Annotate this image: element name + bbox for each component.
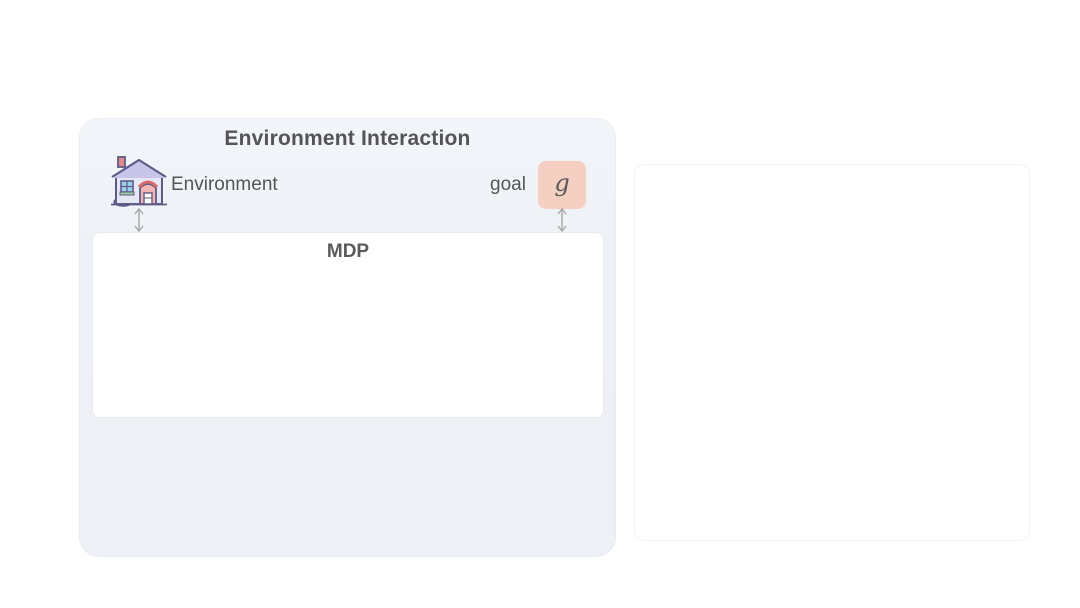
goal-symbol: g: [554, 169, 570, 197]
environment-interaction-panel: Environment Interaction Environment goal: [79, 118, 616, 557]
mdp-title: MDP: [326, 241, 370, 262]
mdp-box: MDP: [92, 232, 604, 418]
panel-title: Environment Interaction: [224, 127, 471, 150]
environment-mdp-arrow: [134, 207, 144, 233]
goal-label: goal: [490, 174, 526, 195]
house-icon: [111, 156, 167, 207]
empty-right-panel: [634, 164, 1030, 541]
goal-mdp-arrow: [557, 207, 567, 233]
environment-label: Environment: [171, 174, 278, 195]
goal-box: g: [538, 161, 586, 209]
